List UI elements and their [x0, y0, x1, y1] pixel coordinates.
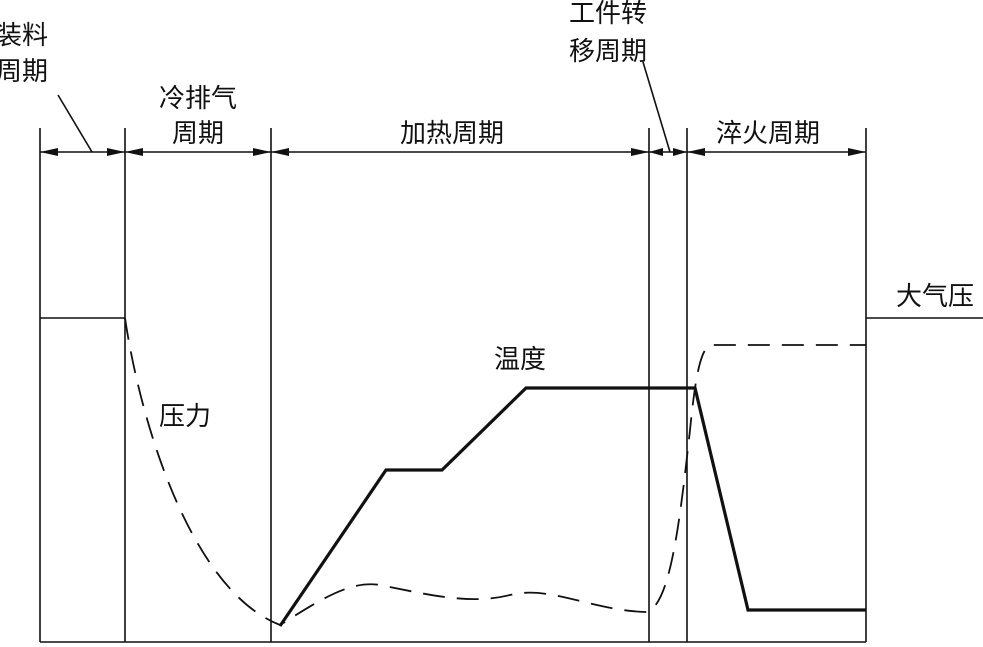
arrowhead [271, 148, 289, 156]
arrowhead [687, 148, 705, 156]
atmospheric-pressure-label: 大气压 [896, 282, 974, 312]
pressure-curve [124, 317, 866, 627]
loading-leader-line [57, 94, 93, 153]
arrowhead [673, 148, 687, 156]
stage-boundaries [39, 128, 867, 643]
arrowhead [253, 148, 271, 156]
quench-stage-label: 淬火周期 [716, 119, 820, 149]
arrowhead [40, 148, 58, 156]
arrowhead [649, 148, 663, 156]
transfer-stage-label-line1: 工件转 [569, 0, 647, 29]
transfer-stage-label-line2: 移周期 [569, 37, 647, 67]
cold-exhaust-stage-label-line2: 周期 [172, 119, 224, 149]
loading-stage-label-line1: 装料 [0, 21, 48, 51]
pressure-label: 压力 [159, 402, 211, 432]
heating-stage-label: 加热周期 [400, 119, 504, 149]
arrowhead [125, 148, 143, 156]
temperature-curve [278, 386, 866, 627]
cold-exhaust-stage-label-line1: 冷排气 [159, 84, 237, 114]
arrowhead [107, 148, 125, 156]
arrowhead [631, 148, 649, 156]
arrowhead [848, 148, 866, 156]
stage-dimension-arrows [40, 148, 866, 156]
loading-stage-label-line2: 周期 [0, 57, 48, 87]
temperature-label: 温度 [494, 345, 546, 375]
transfer-leader-line [642, 61, 671, 153]
